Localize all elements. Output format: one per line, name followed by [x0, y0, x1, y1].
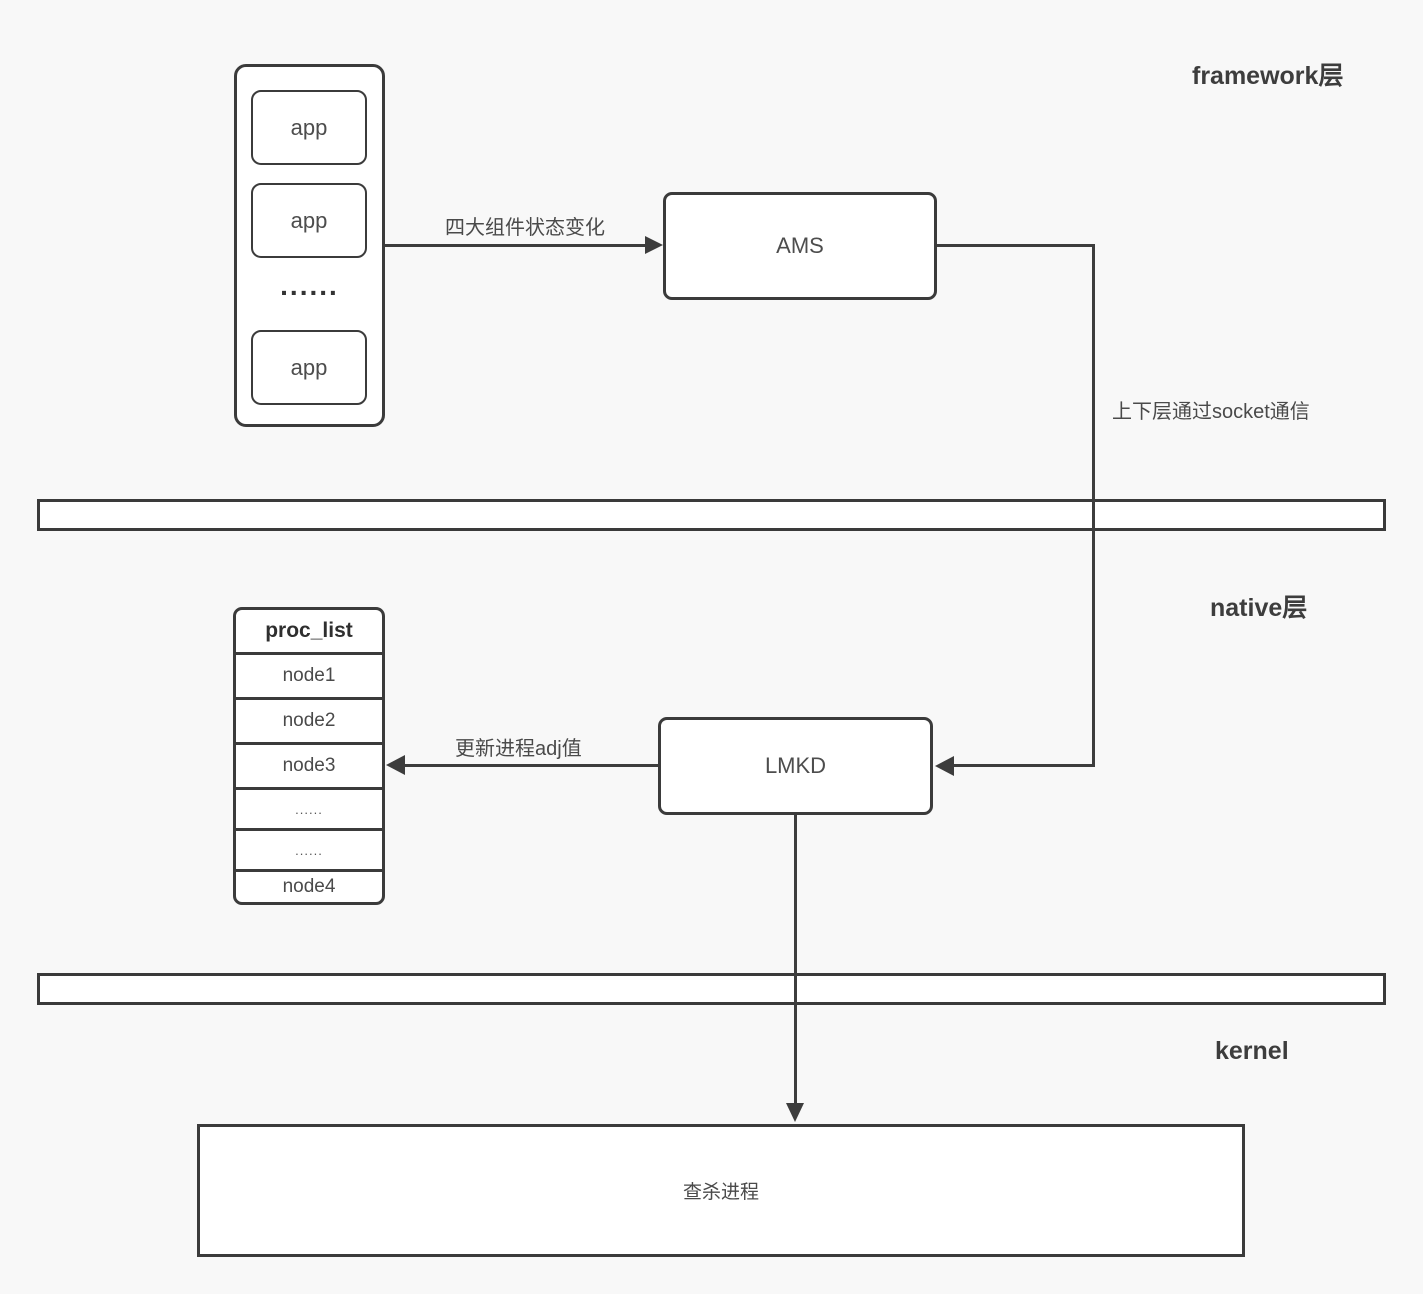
- edge-label-socket: 上下层通过socket通信: [1112, 401, 1310, 423]
- native-kernel-divider: [37, 973, 1386, 1005]
- proc-list-row-ellipsis-1: ......: [236, 790, 382, 831]
- ams-node-label: AMS: [776, 233, 824, 258]
- proc-list-row-node3: node3: [236, 745, 382, 790]
- proc-list-header: proc_list: [236, 610, 382, 655]
- kill-process-label: 查杀进程: [682, 1182, 759, 1203]
- framework-layer-label: framework层: [1192, 62, 1344, 90]
- edge-socket-segment-top: [937, 244, 1095, 247]
- app-node-1: app: [251, 90, 367, 165]
- framework-native-divider: [37, 499, 1386, 531]
- proc-list-table: proc_list node1 node2 node3 ...... .....…: [233, 607, 385, 905]
- edge-lmkd-to-kill-line: [794, 815, 797, 1105]
- lmkd-node: LMKD: [658, 717, 933, 815]
- ams-node: AMS: [663, 192, 937, 300]
- edge-lmkd-to-proclist-arrowhead-icon: [386, 755, 405, 775]
- edge-socket-segment-vertical: [1092, 244, 1095, 767]
- edge-socket-arrowhead-icon: [935, 756, 954, 776]
- edge-apps-to-ams-arrowhead-icon: [645, 236, 663, 254]
- proc-list-row-node2: node2: [236, 700, 382, 745]
- app-node-2: app: [251, 183, 367, 258]
- edge-apps-to-ams-line: [385, 244, 647, 247]
- kill-process-node: 查杀进程: [197, 1124, 1245, 1257]
- lmkd-node-label: LMKD: [764, 753, 827, 778]
- edge-label-components-change: 四大组件状态变化: [445, 217, 605, 239]
- app-node-3: app: [251, 330, 367, 405]
- edge-lmkd-to-proclist-line: [402, 764, 658, 767]
- proc-list-row-node4: node4: [282, 876, 336, 897]
- edge-socket-segment-bottom: [954, 764, 1095, 767]
- app-stack-ellipsis: ......: [280, 270, 339, 301]
- proc-list-row-ellipsis-2: ......: [236, 831, 382, 872]
- edge-lmkd-to-kill-arrowhead-icon: [786, 1103, 804, 1122]
- edge-label-update-adj: 更新进程adj值: [455, 738, 582, 760]
- proc-list-row-node1: node1: [236, 655, 382, 700]
- kernel-layer-label: kernel: [1215, 1037, 1289, 1065]
- native-layer-label: native层: [1210, 594, 1308, 622]
